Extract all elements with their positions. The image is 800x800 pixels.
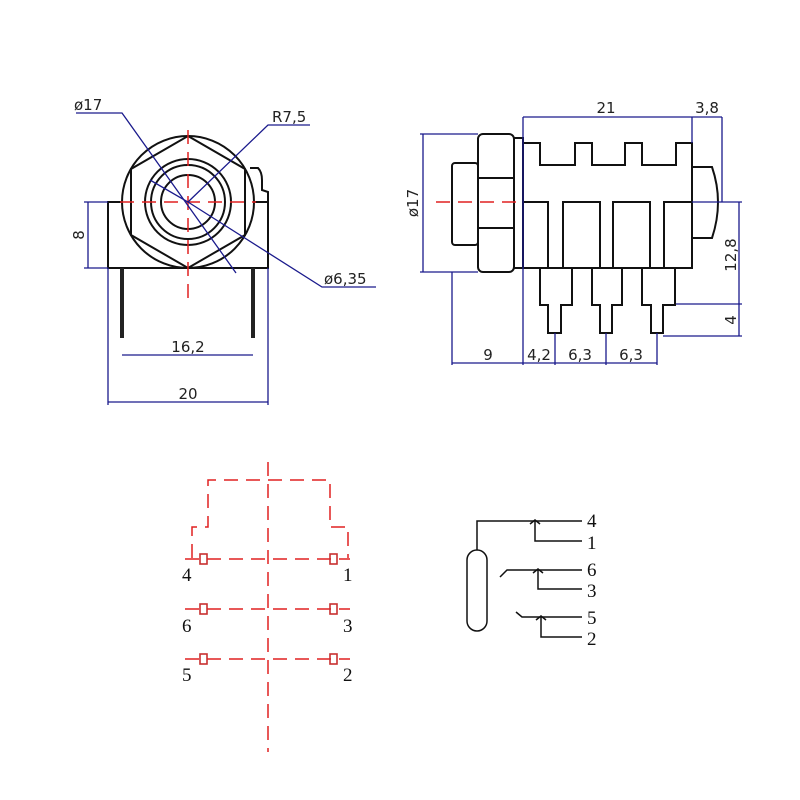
dim-tip: 3,8 <box>695 99 719 117</box>
pcb-layout: 4 1 6 3 5 2 <box>182 462 353 752</box>
dim-plug-diameter: ø6,35 <box>324 270 367 288</box>
dim-pitch1: 4,2 <box>527 346 551 364</box>
pad-label-2: 2 <box>343 665 353 686</box>
pad-label-4: 4 <box>182 565 192 586</box>
side-view: ø17 21 3,8 12,8 4 9 4,2 6,3 6,3 <box>404 99 742 365</box>
schematic-label-3: 3 <box>587 581 597 602</box>
dim-outer-diameter: ø17 <box>74 96 102 114</box>
dim-height: 8 <box>70 230 88 240</box>
dim-body-length: 21 <box>596 99 615 117</box>
schematic-label-2: 2 <box>587 629 597 650</box>
dim-height: 12,8 <box>722 238 740 271</box>
dim-width: 20 <box>178 385 197 403</box>
dim-pin-length: 4 <box>722 315 740 325</box>
pad-label-3: 3 <box>343 616 353 637</box>
dim-side-diameter: ø17 <box>404 189 422 217</box>
dim-pin-spacing: 16,2 <box>171 338 204 356</box>
schematic <box>466 519 582 638</box>
schematic-label-1: 1 <box>587 533 597 554</box>
schematic-label-6: 6 <box>587 560 597 581</box>
front-view: ø17 R7,5 ø6,35 8 16,2 20 <box>70 96 376 405</box>
schematic-label-5: 5 <box>587 608 597 629</box>
dim-radius: R7,5 <box>272 108 306 126</box>
pad-label-5: 5 <box>182 665 192 686</box>
schematic-label-4: 4 <box>587 511 597 532</box>
dim-pitch3: 6,3 <box>619 346 643 364</box>
dim-nut: 9 <box>483 346 493 364</box>
dim-pitch2: 6,3 <box>568 346 592 364</box>
pad-label-1: 1 <box>343 565 353 586</box>
pad-label-6: 6 <box>182 616 192 637</box>
